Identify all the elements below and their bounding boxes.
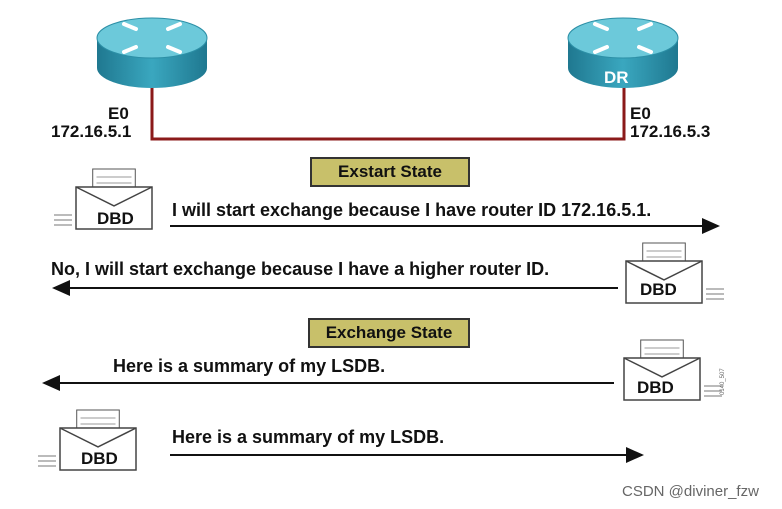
message-exstart-right: No, I will start exchange because I have… — [51, 259, 550, 279]
message-exchange-left: Here is a summary of my LSDB. — [172, 427, 445, 447]
dbd-envelope-icon — [625, 242, 724, 304]
dbd-label: DBD — [97, 209, 134, 228]
dbd-envelope-icon — [54, 168, 153, 230]
message-exstart-left: I will start exchange because I have rou… — [172, 200, 652, 220]
router-right-port-label: E0 — [630, 104, 651, 123]
router-right-role-label: DR — [604, 68, 629, 87]
router-left-icon — [96, 17, 208, 88]
router-left-port-label: E0 — [108, 104, 129, 123]
dbd-label: DBD — [640, 280, 677, 299]
dbd-envelope-icon — [38, 409, 137, 471]
dbd-label: DBD — [637, 378, 674, 397]
router-right-ip-label: 172.16.5.3 — [630, 122, 711, 141]
router-right-dr-icon — [567, 17, 679, 88]
router-left-ip-label: 172.16.5.1 — [51, 122, 132, 141]
ethernet-link — [150, 60, 626, 141]
watermark: CSDN @diviner_fzw — [622, 483, 759, 500]
exchange-state-box: Exchange State — [308, 318, 470, 348]
dbd-envelope-icon — [623, 339, 722, 401]
message-exchange-right: Here is a summary of my LSDB. — [113, 356, 386, 376]
dbd-label: DBD — [81, 449, 118, 468]
figure-code: 0140_507 — [720, 368, 726, 395]
exstart-state-box: Exstart State — [310, 157, 470, 187]
